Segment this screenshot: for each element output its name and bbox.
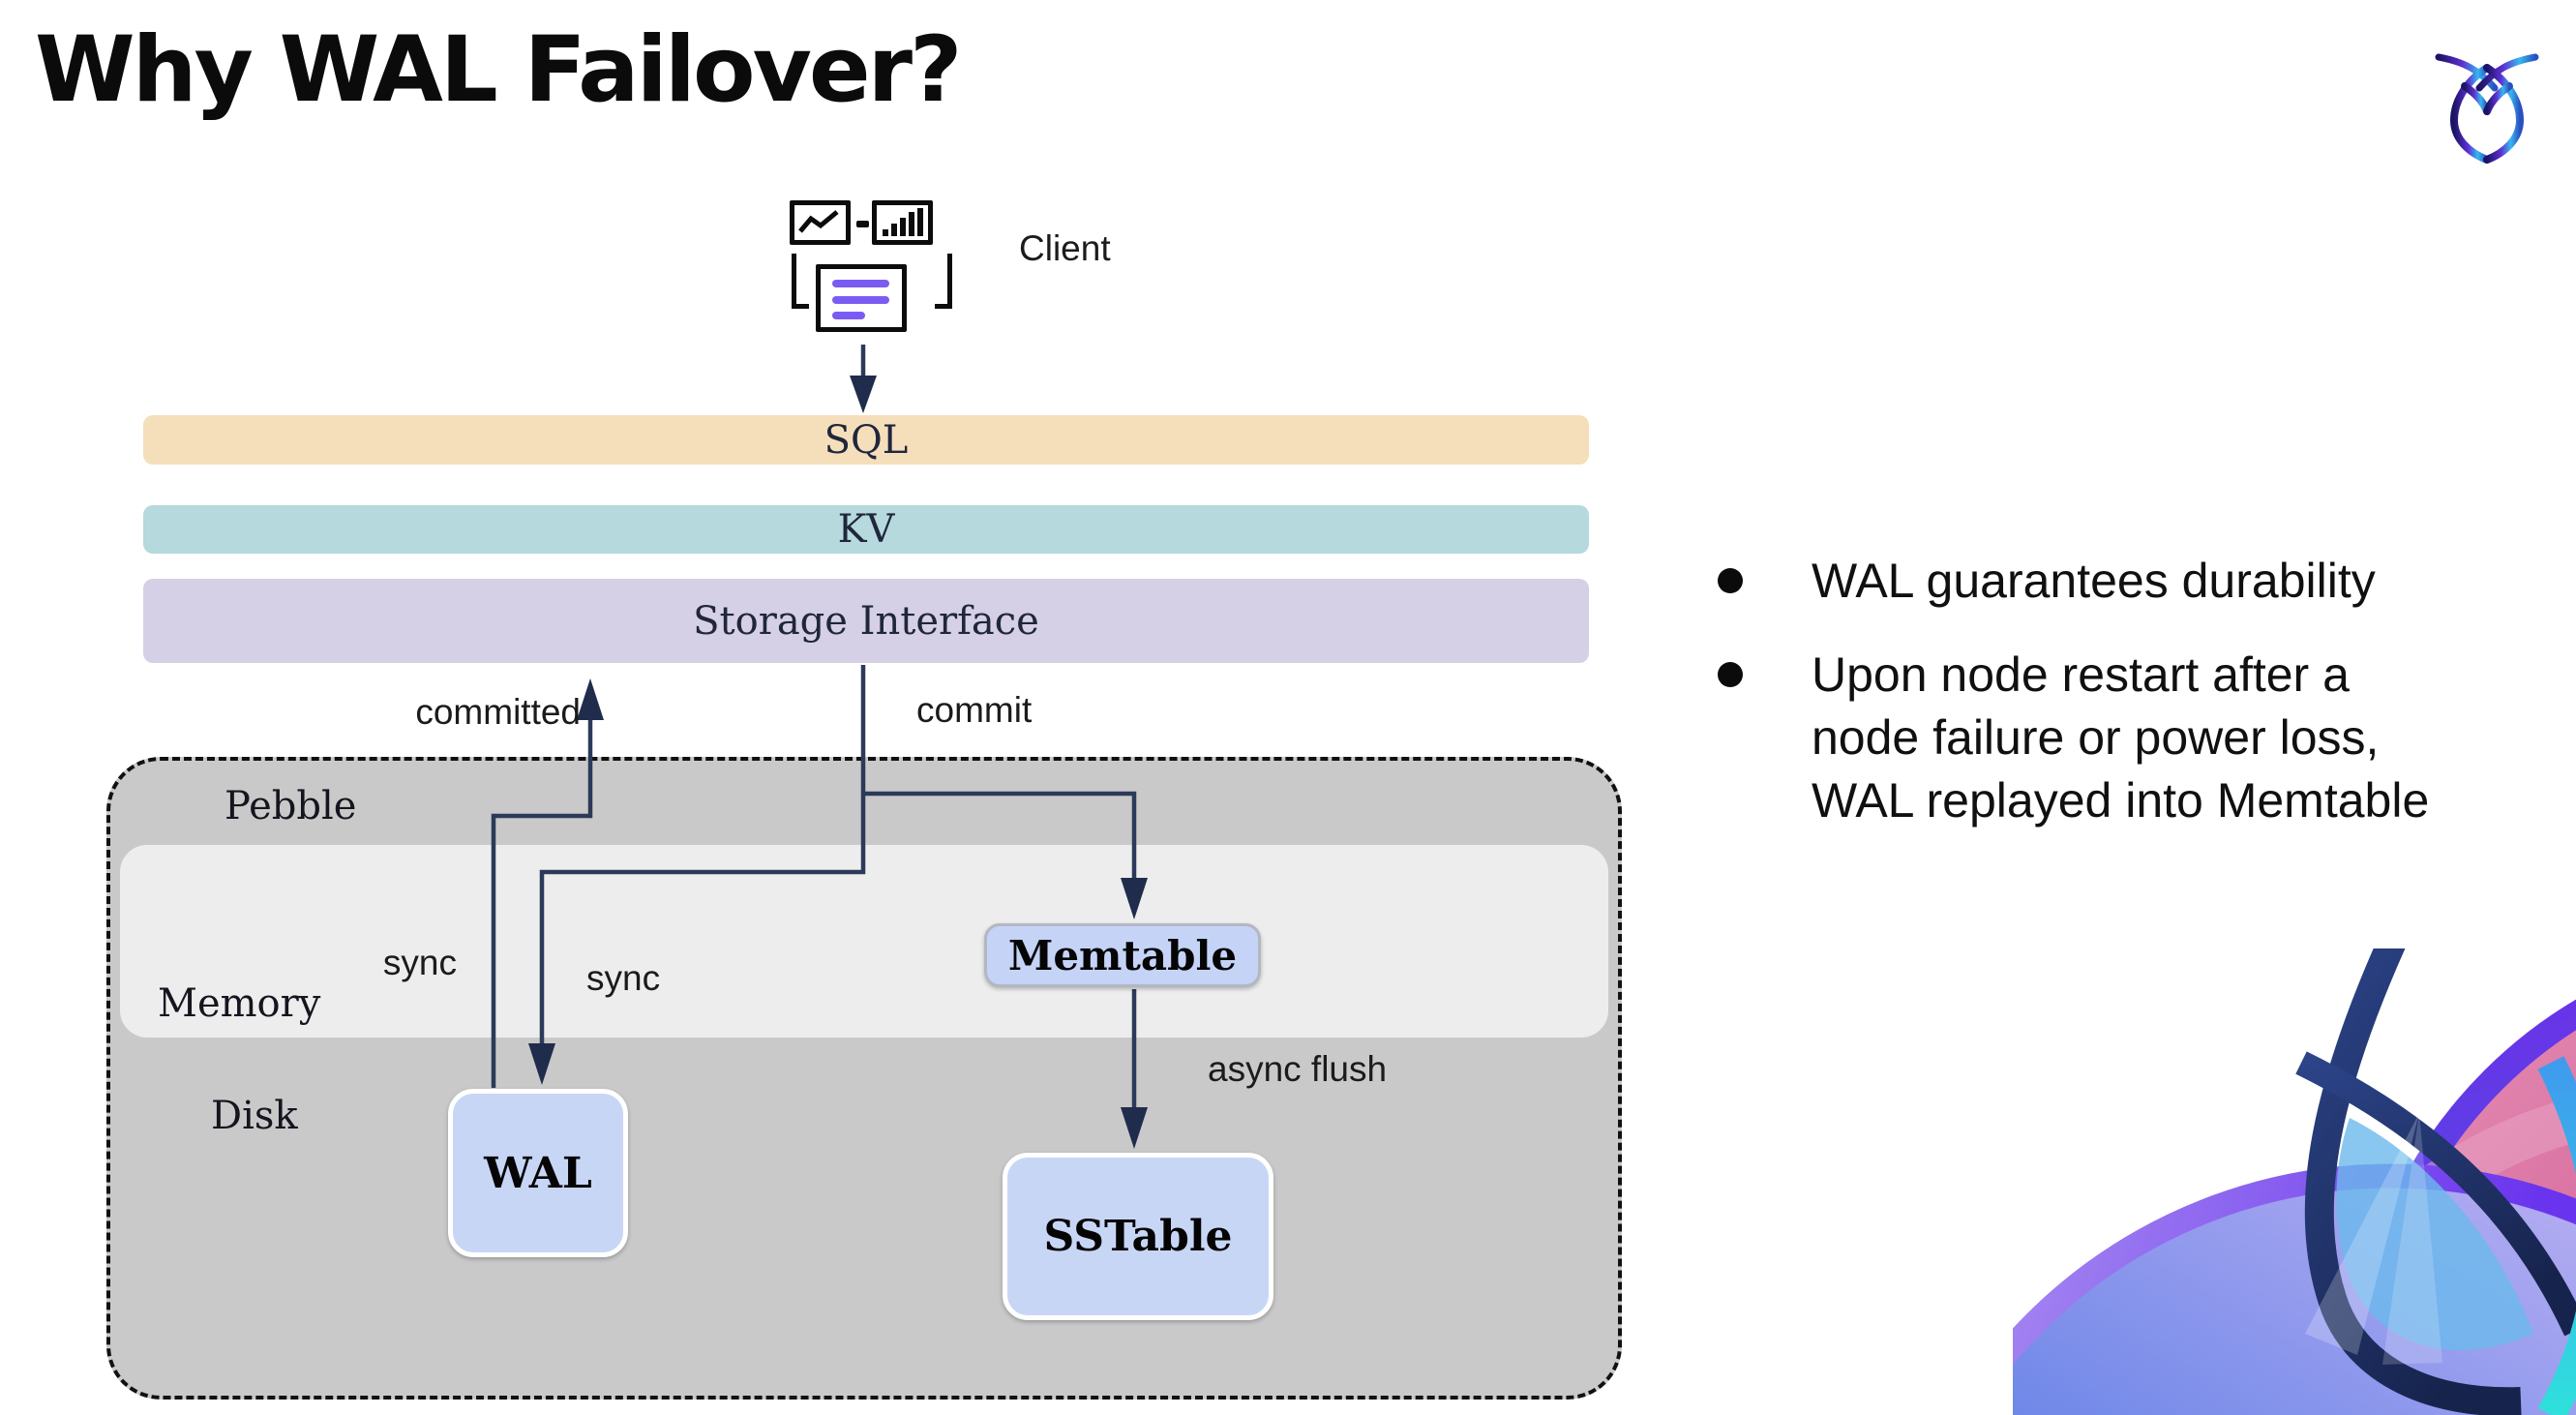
- line-chart-icon: [790, 200, 851, 245]
- layer-storage-interface: Storage Interface: [143, 579, 1589, 663]
- layer-kv-label: KV: [837, 507, 895, 552]
- layer-storage-label: Storage Interface: [693, 598, 1039, 644]
- roach-mark-curves: [2295, 948, 2576, 1415]
- slide-title: Why WAL Failover?: [35, 17, 963, 123]
- bullet-dot-icon: [1718, 662, 1743, 687]
- disk-label: Disk: [211, 1094, 298, 1138]
- memory-label: Memory: [158, 981, 321, 1026]
- bracket-left-icon: [792, 254, 809, 309]
- wal-label: WAL: [484, 1148, 592, 1198]
- commit-edge-label: commit: [916, 690, 1033, 730]
- sync-left-edge-label: sync: [382, 943, 457, 982]
- bar-chart-icon: [872, 200, 933, 245]
- dash-icon: [856, 221, 869, 227]
- wal-node: WAL: [448, 1089, 628, 1257]
- document-icon: [816, 264, 907, 332]
- sync-right-edge-label: sync: [586, 958, 661, 998]
- bullet-line: node failure or power loss,: [1812, 710, 2380, 765]
- bullet-line: WAL guarantees durability: [1812, 554, 2376, 608]
- memory-band: [120, 845, 1608, 1038]
- pink-highlight-arc: [2415, 1096, 2576, 1209]
- bullet-line: Upon node restart after a: [1812, 647, 2350, 702]
- async-flush-edge-label: async flush: [1208, 1049, 1388, 1089]
- arrowhead-down-sql: [850, 376, 877, 413]
- list-item: Upon node restart after a node failure o…: [1705, 644, 2576, 832]
- bullet-line: WAL replayed into Memtable: [1812, 773, 2430, 828]
- client-label: Client: [1019, 228, 1111, 268]
- bullet-list: WAL guarantees durability Upon node rest…: [1705, 550, 2576, 863]
- memtable-label: Memtable: [1007, 931, 1238, 979]
- sstable-node: SSTable: [1003, 1153, 1273, 1320]
- client-icon: [790, 198, 954, 344]
- cockroachdb-logo-icon: [2435, 53, 2539, 164]
- layer-sql-label: SQL: [824, 417, 909, 463]
- bullet-dot-icon: [1718, 568, 1743, 593]
- layer-kv: KV: [143, 505, 1589, 554]
- bracket-right-icon: [935, 254, 952, 309]
- layer-sql: SQL: [143, 415, 1589, 465]
- brand-decoration-graphic: [2013, 948, 2576, 1415]
- pebble-label: Pebble: [225, 784, 357, 828]
- list-item: WAL guarantees durability: [1705, 550, 2576, 613]
- committed-edge-label: committed: [415, 692, 581, 732]
- memtable-node: Memtable: [984, 923, 1261, 987]
- arrowhead-up-committed: [577, 678, 604, 720]
- sstable-label: SSTable: [1043, 1212, 1233, 1261]
